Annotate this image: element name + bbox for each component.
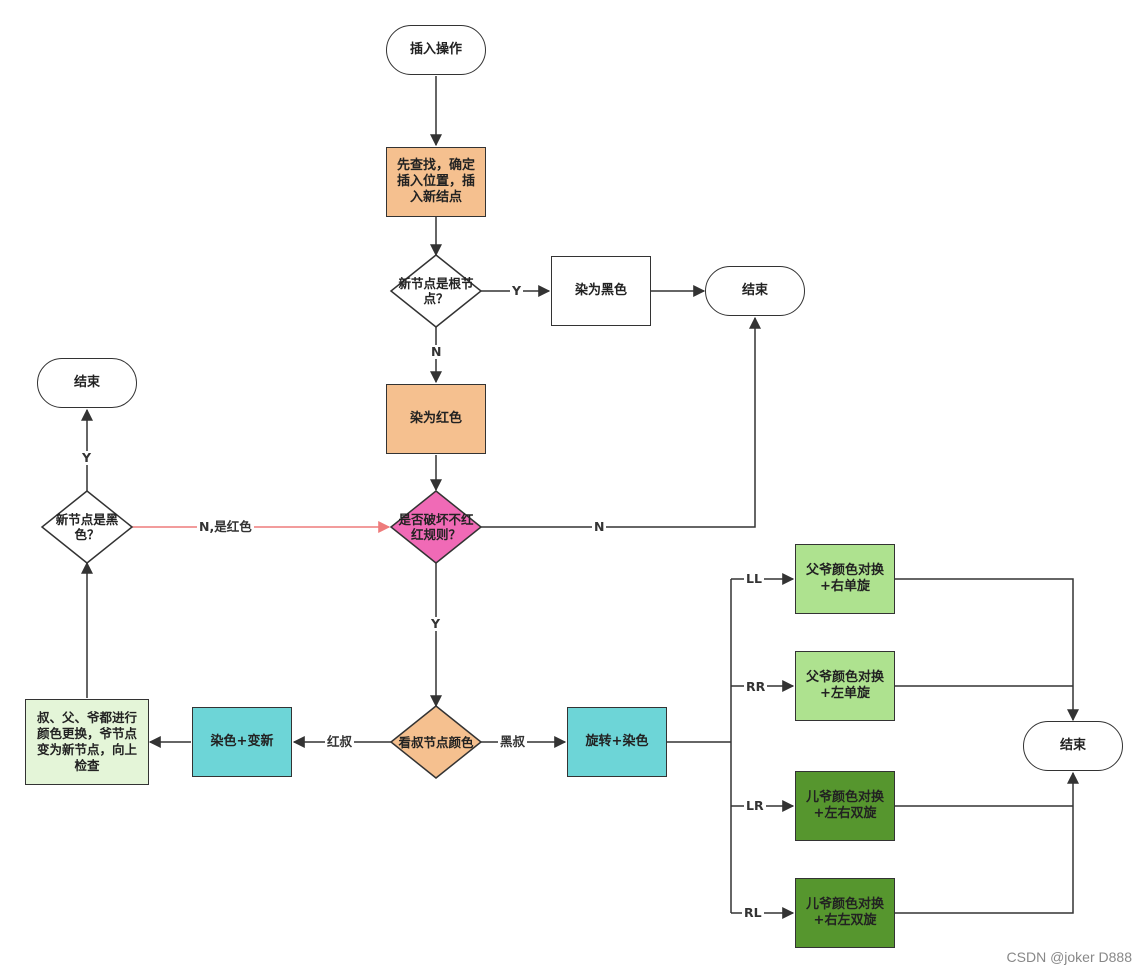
recolor-box: 染色+变新 <box>192 707 292 777</box>
diamond-is-root <box>389 254 483 328</box>
end-right-label: 结束 <box>1059 738 1086 753</box>
ll-case-label: 父爷颜色对换+右单旋 <box>805 563 884 594</box>
edge-label-rule-yes: Y <box>429 616 443 631</box>
find-insert-label: 先查找，确定插入位置，插入新结点 <box>396 158 475 205</box>
color-red-box: 染为红色 <box>386 384 486 454</box>
diamond-is-black <box>40 490 134 564</box>
edge-label-red-uncle: 红叔 <box>325 734 355 749</box>
edge-rule-end <box>481 316 761 528</box>
lr-case-label: 儿爷颜色对换+左右双旋 <box>805 790 884 821</box>
is-black-label: 新节点是黑色？ <box>55 512 119 542</box>
start-terminal: 插入操作 <box>386 25 486 75</box>
rotate-box: 旋转+染色 <box>567 707 667 777</box>
ll-case-box: 父爷颜色对换+右单旋 <box>795 544 895 614</box>
find-insert-box: 先查找，确定插入位置，插入新结点 <box>386 147 486 217</box>
color-black-box: 染为黑色 <box>551 256 651 326</box>
edge-label-not-red: N,是红色 <box>197 519 254 534</box>
edge-label-black-yes: Y <box>80 450 94 465</box>
diamond-check-uncle <box>389 705 483 779</box>
edge-rl-end <box>895 771 1079 914</box>
edge-ll-end <box>895 578 1079 722</box>
end-terminal-top: 结束 <box>705 266 805 316</box>
edge-label-black-uncle: 黑叔 <box>498 734 528 749</box>
check-uncle-text: 看叔节点颜色 <box>398 722 474 762</box>
edge-label-lr: LR <box>744 798 766 813</box>
end-terminal-right: 结束 <box>1023 721 1123 771</box>
end-left-label: 结束 <box>73 375 100 390</box>
end-terminal-left: 结束 <box>37 358 137 408</box>
rr-case-label: 父爷颜色对换+左单旋 <box>805 670 884 701</box>
start-label: 插入操作 <box>409 42 462 57</box>
end-top-label: 结束 <box>741 283 768 298</box>
check-uncle-label: 看叔节点颜色 <box>398 734 474 750</box>
break-rule-label: 是否破坏不红红规则？ <box>398 512 474 542</box>
recolor-label: 染色+变新 <box>210 734 274 749</box>
rl-case-box: 儿爷颜色对换+右左双旋 <box>795 878 895 948</box>
propagate-label: 叔、父、爷都进行颜色更换，爷节点变为新节点，向上检查 <box>36 710 137 773</box>
lr-case-box: 儿爷颜色对换+左右双旋 <box>795 771 895 841</box>
edge-label-root-yes: Y <box>510 283 524 298</box>
edge-label-root-no: N <box>429 344 444 359</box>
is-black-text: 新节点是黑色？ <box>47 507 127 547</box>
is-root-label: 新节点是根节点？ <box>398 276 474 306</box>
rl-case-label: 儿爷颜色对换+右左双旋 <box>805 897 884 928</box>
color-black-label: 染为黑色 <box>574 283 627 298</box>
rotate-label: 旋转+染色 <box>585 734 649 749</box>
edge-label-rr: RR <box>744 679 768 694</box>
diamond-break-rule <box>389 490 483 564</box>
color-red-label: 染为红色 <box>409 411 462 426</box>
edge-label-rl: RL <box>742 905 764 920</box>
edge-label-rule-no: N <box>592 519 607 534</box>
rr-case-box: 父爷颜色对换+左单旋 <box>795 651 895 721</box>
watermark-text: CSDN @joker D888 <box>1006 949 1132 965</box>
break-rule-text: 是否破坏不红红规则？ <box>396 507 476 547</box>
propagate-box: 叔、父、爷都进行颜色更换，爷节点变为新节点，向上检查 <box>25 699 149 785</box>
is-root-text: 新节点是根节点？ <box>396 271 476 311</box>
edge-label-ll: LL <box>744 571 764 586</box>
